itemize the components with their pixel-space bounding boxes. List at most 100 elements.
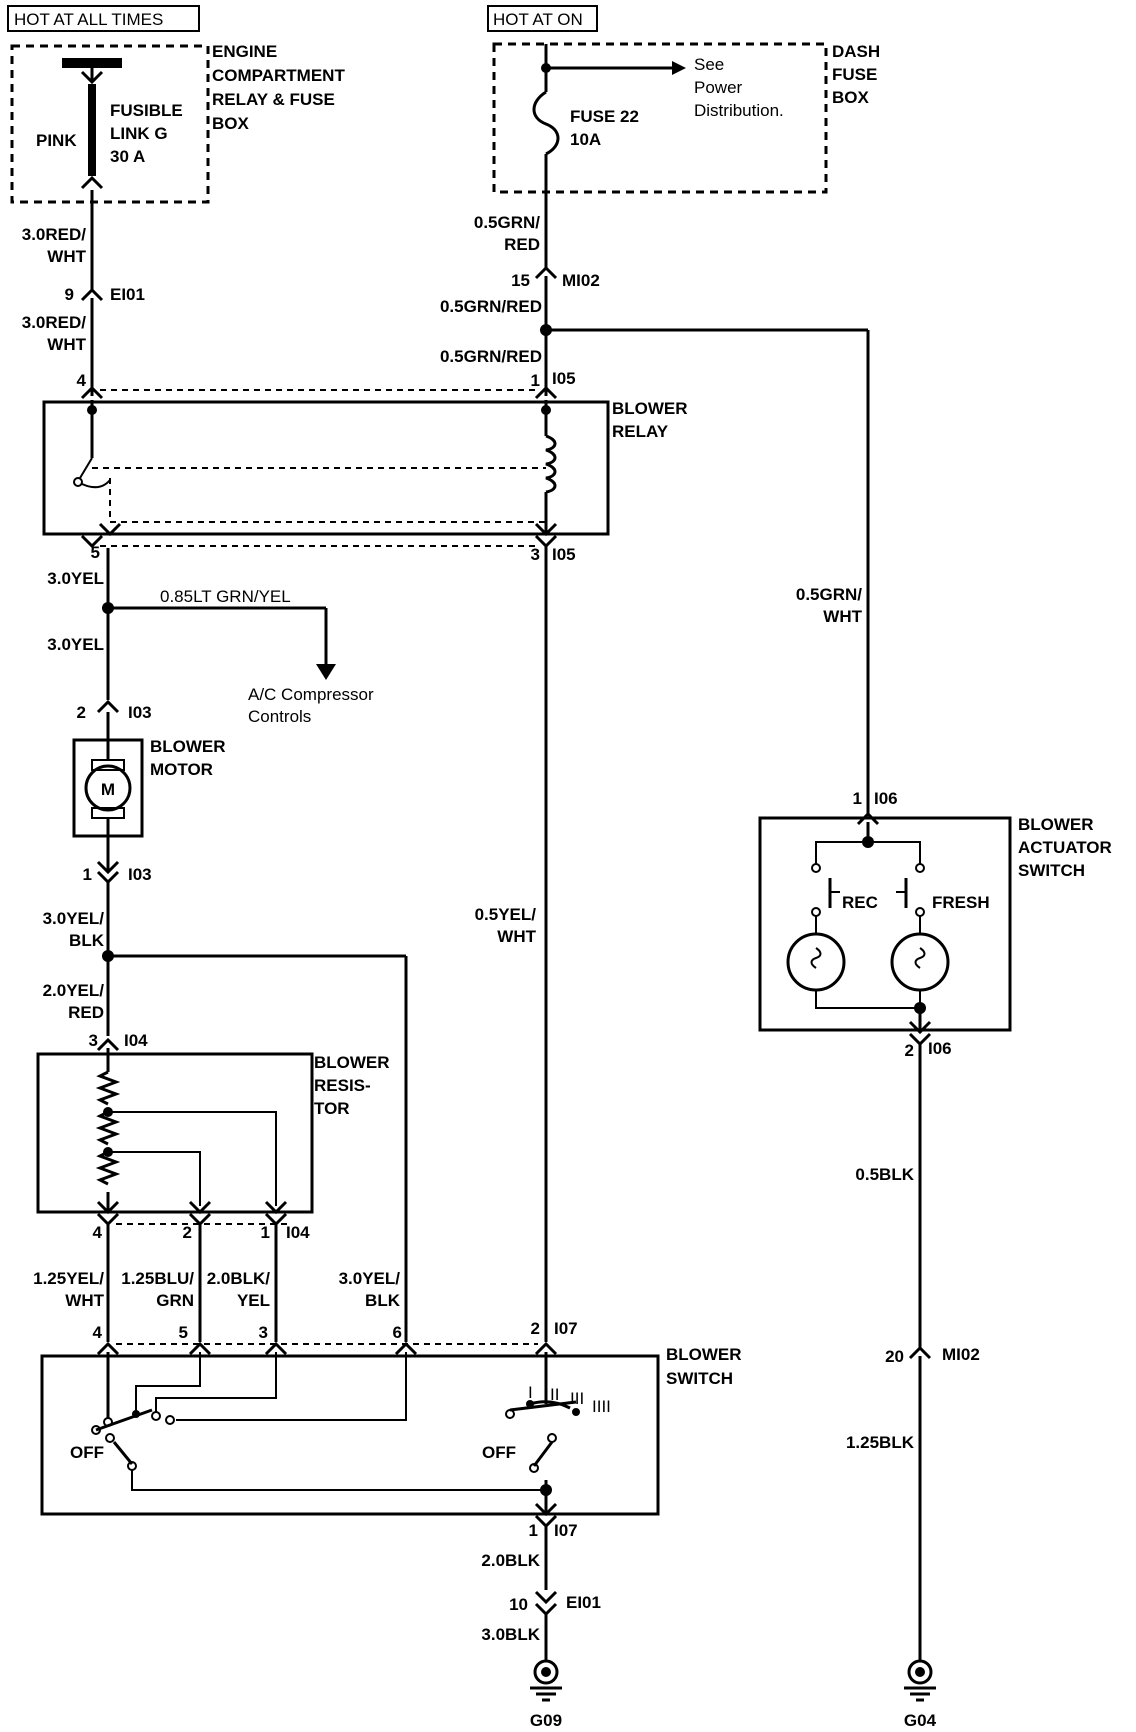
hot-at-all-times-header: HOT AT ALL TIMES bbox=[7, 5, 200, 32]
svg-text:20: 20 bbox=[885, 1347, 904, 1366]
svg-text:Power: Power bbox=[694, 78, 743, 97]
svg-text:5: 5 bbox=[179, 1323, 188, 1342]
svg-text:1: 1 bbox=[83, 865, 92, 884]
svg-text:0.5GRN/: 0.5GRN/ bbox=[796, 585, 862, 604]
svg-text:WHT: WHT bbox=[47, 335, 86, 354]
svg-text:G04: G04 bbox=[904, 1711, 937, 1730]
svg-text:I03: I03 bbox=[128, 865, 152, 884]
ground-g09: G09 bbox=[530, 1659, 562, 1730]
blower-actuator-switch: BLOWER ACTUATOR SWITCH REC FRESH bbox=[758, 815, 1112, 1032]
svg-text:FUSE: FUSE bbox=[832, 65, 877, 84]
svg-text:2: 2 bbox=[531, 1319, 540, 1338]
svg-text:3.0YEL: 3.0YEL bbox=[47, 635, 104, 654]
svg-text:1: 1 bbox=[531, 371, 540, 390]
svg-text:I03: I03 bbox=[128, 703, 152, 722]
ground-g04: G04 bbox=[904, 1659, 937, 1730]
svg-text:1: 1 bbox=[529, 1521, 538, 1540]
svg-text:BLOWER: BLOWER bbox=[1018, 815, 1094, 834]
svg-text:10: 10 bbox=[509, 1595, 528, 1614]
svg-text:FRESH: FRESH bbox=[932, 893, 990, 912]
svg-text:4: 4 bbox=[93, 1323, 103, 1342]
svg-text:2: 2 bbox=[183, 1223, 192, 1242]
svg-text:3.0RED/: 3.0RED/ bbox=[22, 225, 87, 244]
svg-text:3.0YEL/: 3.0YEL/ bbox=[339, 1269, 401, 1288]
svg-text:1.25BLU/: 1.25BLU/ bbox=[121, 1269, 194, 1288]
svg-text:LINK G: LINK G bbox=[110, 124, 168, 143]
svg-text:2: 2 bbox=[77, 703, 86, 722]
svg-text:0.85LT GRN/YEL: 0.85LT GRN/YEL bbox=[160, 587, 291, 606]
svg-text:30 A: 30 A bbox=[110, 147, 145, 166]
svg-text:I07: I07 bbox=[554, 1521, 578, 1540]
svg-text:RELAY: RELAY bbox=[612, 422, 669, 441]
ign-feed-wire: 0.5GRN/ RED 15 MI02 0.5GRN/RED 0.5GRN/RE… bbox=[440, 213, 870, 814]
svg-text:I04: I04 bbox=[286, 1223, 310, 1242]
svg-text:2: 2 bbox=[905, 1041, 914, 1060]
svg-text:3.0BLK: 3.0BLK bbox=[481, 1625, 540, 1644]
svg-text:1.25YEL/: 1.25YEL/ bbox=[33, 1269, 104, 1288]
blower-relay: 4 1 I05 BLOWER RELAY bbox=[42, 369, 688, 537]
actuator-switch-top-connector: 1 I06 bbox=[853, 789, 898, 826]
svg-text:BLK: BLK bbox=[365, 1291, 401, 1310]
battery-feed-wire: 3.0RED/ WHT 9 EI01 3.0RED/ WHT bbox=[22, 190, 145, 396]
engine-compartment-fuse-box: ENGINE COMPARTMENT RELAY & FUSE BOX bbox=[10, 42, 345, 204]
svg-text:MI02: MI02 bbox=[562, 271, 600, 290]
pink-label: PINK bbox=[36, 131, 77, 150]
svg-text:2.0BLK/: 2.0BLK/ bbox=[207, 1269, 271, 1288]
svg-text:1: 1 bbox=[853, 789, 862, 808]
svg-text:2.0BLK: 2.0BLK bbox=[481, 1551, 540, 1570]
svg-text:WHT: WHT bbox=[65, 1291, 104, 1310]
svg-text:YEL: YEL bbox=[237, 1291, 270, 1310]
svg-text:G09: G09 bbox=[530, 1711, 562, 1730]
svg-text:A/C Compressor: A/C Compressor bbox=[248, 685, 374, 704]
svg-text:9: 9 bbox=[65, 285, 74, 304]
svg-text:Distribution.: Distribution. bbox=[694, 101, 784, 120]
svg-text:6: 6 bbox=[393, 1323, 402, 1342]
svg-text:I: I bbox=[528, 1383, 533, 1402]
svg-text:3.0YEL: 3.0YEL bbox=[47, 569, 104, 588]
dash-fuse-box: DASH FUSE BOX bbox=[492, 42, 880, 194]
relay-to-switch-wire: 0.5YEL/ WHT bbox=[475, 546, 548, 1342]
svg-text:BOX: BOX bbox=[212, 114, 250, 133]
svg-text:IIII: IIII bbox=[592, 1397, 611, 1416]
svg-text:1.25BLK: 1.25BLK bbox=[846, 1433, 915, 1452]
svg-text:10A: 10A bbox=[570, 130, 601, 149]
svg-text:0.5BLK: 0.5BLK bbox=[855, 1165, 914, 1184]
svg-text:3: 3 bbox=[531, 545, 540, 564]
svg-text:3.0YEL/: 3.0YEL/ bbox=[43, 909, 105, 928]
svg-text:I04: I04 bbox=[124, 1031, 148, 1050]
svg-text:GRN: GRN bbox=[156, 1291, 194, 1310]
svg-text:3: 3 bbox=[89, 1031, 98, 1050]
fuse-22: FUSE 22 10A See Power Distribution. bbox=[532, 44, 784, 270]
svg-text:I07: I07 bbox=[554, 1319, 578, 1338]
svg-text:BLK: BLK bbox=[69, 931, 105, 950]
svg-text:BLOWER: BLOWER bbox=[666, 1345, 742, 1364]
svg-text:WHT: WHT bbox=[497, 927, 536, 946]
svg-text:REC: REC bbox=[842, 893, 878, 912]
svg-text:COMPARTMENT: COMPARTMENT bbox=[212, 66, 345, 85]
svg-text:WHT: WHT bbox=[47, 247, 86, 266]
svg-text:0.5YEL/: 0.5YEL/ bbox=[475, 905, 537, 924]
svg-text:15: 15 bbox=[511, 271, 530, 290]
svg-text:HOT AT ALL TIMES: HOT AT ALL TIMES bbox=[14, 10, 163, 29]
svg-text:RESIS-: RESIS- bbox=[314, 1076, 371, 1095]
svg-text:BLOWER: BLOWER bbox=[612, 399, 688, 418]
svg-text:TOR: TOR bbox=[314, 1099, 350, 1118]
svg-text:OFF: OFF bbox=[482, 1443, 516, 1462]
blower-motor: M BLOWER MOTOR 1 I03 bbox=[72, 712, 226, 885]
resistor-connector: 4 2 1 I04 1.25YEL/ WHT 1.25BLU/ GRN 2.0B… bbox=[33, 1212, 401, 1342]
svg-text:EI01: EI01 bbox=[566, 1593, 601, 1612]
svg-text:OFF: OFF bbox=[70, 1443, 104, 1462]
svg-text:See: See bbox=[694, 55, 724, 74]
svg-text:I05: I05 bbox=[552, 369, 576, 388]
svg-text:BOX: BOX bbox=[832, 88, 870, 107]
svg-text:RELAY & FUSE: RELAY & FUSE bbox=[212, 90, 335, 109]
svg-text:MI02: MI02 bbox=[942, 1345, 980, 1364]
svg-text:RED: RED bbox=[68, 1003, 104, 1022]
svg-text:DASH: DASH bbox=[832, 42, 880, 61]
svg-text:FUSIBLE: FUSIBLE bbox=[110, 101, 183, 120]
blower-resistor: 3 I04 BLOWER RESIS- TOR bbox=[36, 1031, 390, 1215]
svg-text:HOT AT ON: HOT AT ON bbox=[493, 10, 583, 29]
blower-switch: BLOWER SWITCH OFF I II III IIII OFF bbox=[40, 1345, 742, 1516]
hot-at-on-header: HOT AT ON bbox=[487, 5, 598, 32]
